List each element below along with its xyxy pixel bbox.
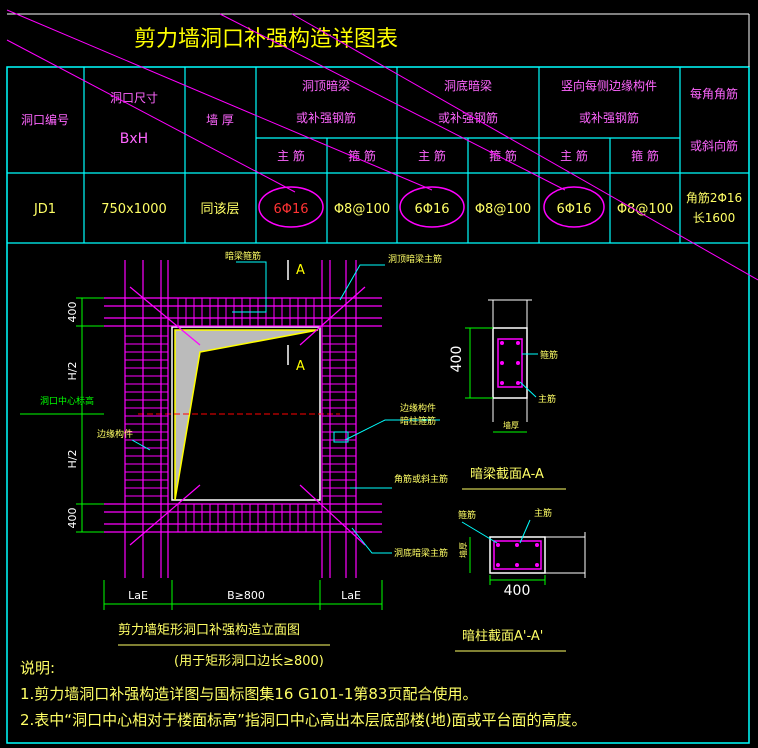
label-corner: 角筋或斜主筋 bbox=[394, 473, 448, 485]
header-corner-1: 每角角筋 bbox=[690, 86, 738, 101]
header-top-beam-1: 洞顶暗梁 bbox=[302, 78, 350, 93]
header-side-2: 或补强钢筋 bbox=[579, 110, 639, 125]
label-bot-main: 洞底暗梁主筋 bbox=[394, 547, 448, 559]
dim-h2-top: H/2 bbox=[66, 362, 79, 381]
cell-bot-stirrup: Φ8@100 bbox=[475, 202, 531, 217]
a2-leaders bbox=[461, 519, 531, 544]
cell-top-main: 6Φ16 bbox=[273, 202, 308, 217]
a2-bars bbox=[496, 543, 539, 567]
header-side-stirrup: 箍 筋 bbox=[631, 148, 659, 163]
aa-bars bbox=[500, 341, 520, 385]
header-top-stirrup: 箍 筋 bbox=[348, 148, 376, 163]
table-row: JD1 750x1000 同该层 6Φ16 Φ8@100 6Φ16 Φ8@100… bbox=[33, 190, 742, 225]
header-side-1: 竖向每侧边缘构件 bbox=[561, 78, 657, 93]
dim-400-top: 400 bbox=[66, 302, 79, 323]
dimension-text: 400 H/2 H/2 400 LaE B≥800 LaE bbox=[66, 302, 361, 603]
cell-side-main: 6Φ16 bbox=[556, 202, 591, 217]
header-top-beam-2: 或补强钢筋 bbox=[296, 110, 356, 125]
section-aa: 400 箍筋 主筋 墙厚 暗梁截面A-A bbox=[449, 299, 566, 490]
notes-line-1: 1.剪力墙洞口补强构造详图与国标图集16 G101-1第83页配合使用。 bbox=[20, 685, 478, 703]
corner-diagonal-bars bbox=[129, 286, 366, 546]
aa-stirrup bbox=[497, 338, 523, 388]
section-mark-a-top: A bbox=[296, 263, 305, 278]
dim-h2-bot: H/2 bbox=[66, 450, 79, 469]
horizontal-bars bbox=[104, 297, 382, 533]
aa-label-wall: 墙厚 bbox=[503, 420, 519, 430]
a2-column-outline bbox=[489, 536, 546, 574]
dim-lae-right: LaE bbox=[341, 589, 361, 602]
aa-label-stirrup: 箍筋 bbox=[540, 349, 558, 361]
dimension-lines bbox=[20, 297, 383, 610]
aa-dims bbox=[465, 327, 527, 433]
label-edge-left: 边缘构件 bbox=[97, 428, 133, 440]
label-top-main: 洞顶暗梁主筋 bbox=[388, 253, 442, 265]
label-center: 洞口中心标高 bbox=[40, 395, 94, 407]
elevation-drawing: 400 H/2 H/2 400 LaE B≥800 LaE A A 暗梁箍筋 bbox=[20, 250, 448, 669]
header-top-main: 主 筋 bbox=[277, 148, 305, 163]
dim-400-bot: 400 bbox=[66, 508, 79, 529]
header-hole-size-sub: BxH bbox=[120, 131, 148, 147]
cell-corner-2: 长1600 bbox=[693, 211, 736, 225]
section-mark-a-bot: A bbox=[296, 359, 305, 374]
notes-line-2: 2.表中“洞口中心相对于楼面标高”指洞口中心高出本层底部楼(地)面或平台面的高度… bbox=[20, 711, 587, 729]
aa-leaders bbox=[519, 353, 538, 398]
a2-stirrup bbox=[493, 540, 542, 570]
cell-bot-main: 6Φ16 bbox=[414, 202, 449, 217]
notes-block: 说明: 1.剪力墙洞口补强构造详图与国标图集16 G101-1第83页配合使用。… bbox=[20, 655, 587, 733]
a2-label-main: 主筋 bbox=[534, 507, 552, 519]
header-side-main: 主 筋 bbox=[560, 148, 588, 163]
header-corner-2: 或斜向筋 bbox=[690, 138, 738, 153]
cell-side-stirrup: Φ8@100 bbox=[617, 202, 673, 217]
corner-brace bbox=[174, 329, 319, 501]
cell-hole-no: JD1 bbox=[33, 202, 56, 217]
aa-caption: 暗梁截面A-A bbox=[470, 467, 544, 482]
aa-beam-outline bbox=[492, 327, 528, 399]
header-hole-size: 洞口尺寸 bbox=[110, 91, 158, 105]
label-edge-2: 暗柱箍筋 bbox=[400, 415, 436, 427]
cell-wall: 同该层 bbox=[200, 202, 239, 217]
header-hole-no: 洞口编号 bbox=[21, 112, 69, 127]
elevation-labels: 暗梁箍筋 洞顶暗梁主筋 边缘构件 暗柱箍筋 边缘构件 角筋或斜主筋 洞底暗梁主筋… bbox=[40, 250, 448, 559]
aa-label-main: 主筋 bbox=[538, 393, 556, 405]
revision-clouds bbox=[258, 186, 605, 228]
header-bot-stirrup: 箍 筋 bbox=[489, 148, 517, 163]
header-wall: 墙 厚 bbox=[206, 113, 234, 127]
vertical-bars bbox=[124, 260, 357, 578]
label-edge-1: 边缘构件 bbox=[400, 402, 436, 414]
a2-caption: 暗柱截面A'-A' bbox=[462, 629, 543, 644]
a2-dim-400: 400 bbox=[504, 583, 531, 599]
elevation-leaders bbox=[131, 261, 440, 554]
drawing-title: 剪力墙洞口补强构造详图表 bbox=[134, 27, 398, 52]
a2-wall-lines bbox=[545, 532, 586, 578]
section-a2: 箍筋 主筋 墙厚 400 暗柱截面A'-A' bbox=[455, 507, 586, 652]
outer-frame bbox=[6, 66, 750, 744]
notes-heading: 说明: bbox=[20, 659, 56, 677]
cell-corner-1: 角筋2Φ16 bbox=[686, 190, 742, 205]
elevation-caption-sub: (用于矩形洞口边长≥800) bbox=[174, 654, 324, 669]
header-bot-beam-2: 或补强钢筋 bbox=[438, 110, 498, 125]
header-bot-beam-1: 洞底暗梁 bbox=[444, 78, 492, 93]
elevation-caption: 剪力墙矩形洞口补强构造立面图 bbox=[118, 622, 300, 638]
dim-lae-left: LaE bbox=[128, 589, 148, 602]
dim-b: B≥800 bbox=[227, 589, 265, 602]
column-stirrups-left bbox=[125, 335, 168, 497]
cell-size: 750x1000 bbox=[101, 202, 167, 217]
beam-stirrups-bottom bbox=[177, 504, 315, 532]
header-bot-main: 主 筋 bbox=[418, 148, 446, 163]
aa-wall-lines bbox=[488, 299, 532, 422]
table-grid bbox=[7, 67, 749, 244]
a2-dims bbox=[469, 537, 546, 585]
cell-top-stirrup: Φ8@100 bbox=[334, 202, 390, 217]
leader-diagonals bbox=[6, 9, 758, 281]
a2-label-wall: 墙厚 bbox=[458, 542, 468, 558]
table-headers: 洞口编号 洞口尺寸 BxH 墙 厚 洞顶暗梁 或补强钢筋 洞底暗梁 或补强钢筋 … bbox=[21, 78, 738, 163]
a2-label-stirrup: 箍筋 bbox=[458, 509, 476, 521]
aa-dim-400: 400 bbox=[449, 346, 465, 373]
label-top-stirrup: 暗梁箍筋 bbox=[225, 250, 261, 262]
column-stirrups-right bbox=[322, 335, 356, 497]
